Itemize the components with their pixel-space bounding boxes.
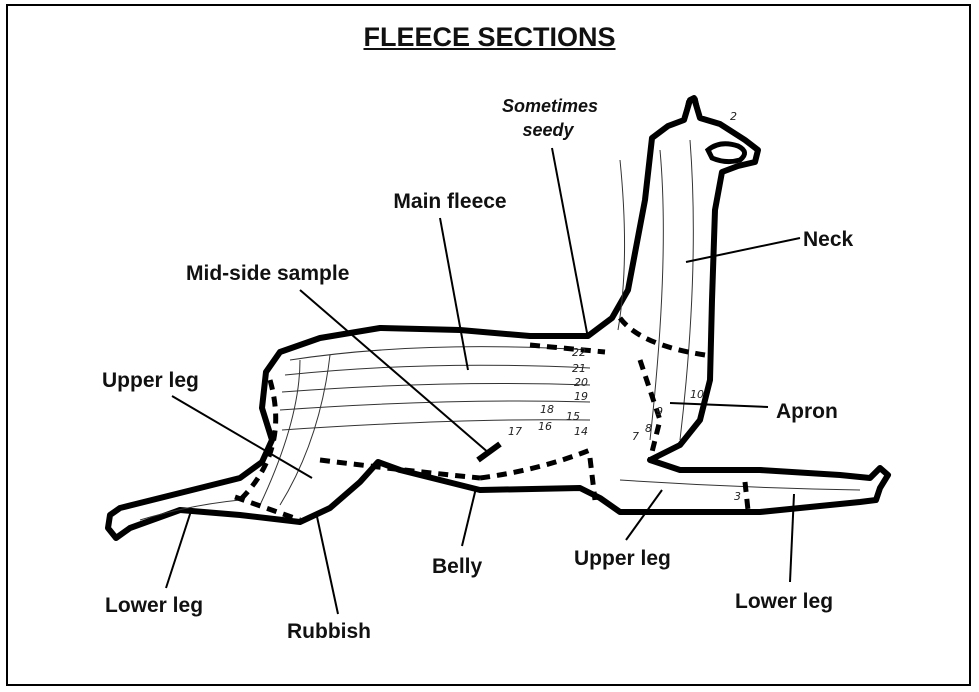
number-label: 14: [574, 425, 588, 438]
number-label: 8: [645, 422, 652, 435]
number-label: 3: [734, 490, 741, 503]
number-label: 20: [574, 376, 588, 389]
label-lower-leg-front: Lower leg: [735, 590, 833, 613]
label-belly: Belly: [432, 555, 483, 578]
alpaca-outline: [108, 98, 888, 538]
number-label: 17: [508, 425, 522, 438]
label-mid-side-sample: Mid-side sample: [186, 262, 349, 285]
leader-lines: [166, 148, 800, 614]
number-label: 21: [572, 362, 586, 375]
label-main-fleece: Main fleece: [393, 190, 506, 213]
number-label: 15: [566, 410, 580, 423]
label-apron: Apron: [776, 400, 838, 423]
number-label: 22: [572, 346, 586, 359]
label-sometimes-seedy-line2: seedy: [522, 120, 574, 140]
number-label: 19: [574, 390, 588, 403]
alpaca-head-detail: [708, 144, 745, 162]
label-neck: Neck: [803, 228, 854, 251]
label-rubbish: Rubbish: [287, 620, 371, 643]
label-sometimes-seedy-line1: Sometimes: [502, 96, 598, 116]
number-label: 10: [690, 388, 704, 401]
number-label: 7: [632, 430, 639, 443]
shearing-numbers: 22 21 20 19 18 17 16 15 14 9 10 8 7 3 2: [508, 110, 741, 503]
label-upper-leg-rear: Upper leg: [102, 369, 199, 392]
label-lower-leg-rear: Lower leg: [105, 594, 203, 617]
number-label: 2: [730, 110, 737, 123]
number-label: 18: [540, 403, 554, 416]
label-upper-leg-front: Upper leg: [574, 547, 671, 570]
number-label: 16: [538, 420, 552, 433]
number-label: 9: [656, 405, 663, 418]
